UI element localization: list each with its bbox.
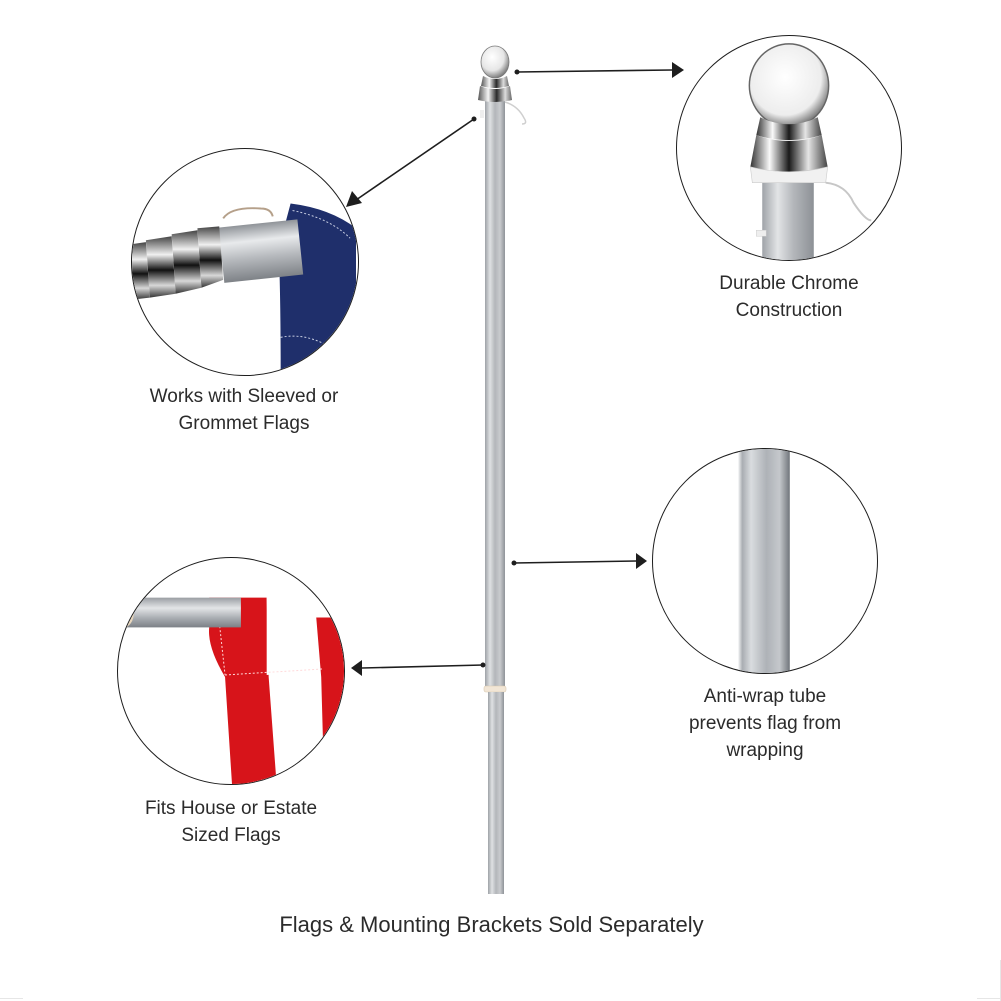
caption-line: Construction	[735, 300, 843, 321]
chrome-ball-finial-icon	[748, 43, 872, 260]
callout-anti-wrap	[652, 448, 878, 674]
footer-note: Flags & Mounting Brackets Sold Separatel…	[279, 912, 704, 937]
arrow-to-antiwrap-callout	[511, 553, 647, 569]
caption-house-estate: Fits House or Estate Sized Flags	[117, 795, 345, 849]
flagpole	[478, 45, 527, 894]
callout-chrome-finial	[676, 35, 902, 261]
caption-line: Fits House or Estate	[144, 798, 318, 819]
pole-with-red-white-flag-icon	[118, 597, 344, 784]
caption-line: Durable Chrome	[719, 273, 859, 294]
anti-wrap-tube-icon	[738, 449, 790, 673]
caption-line: Works with Sleeved or	[149, 386, 339, 407]
arrow-to-chrome-callout	[514, 62, 684, 78]
finial	[478, 45, 527, 125]
arrow-to-house-callout	[351, 660, 486, 676]
arrow-to-sleeved-callout	[346, 116, 477, 207]
caption-chrome-finial: Durable Chrome Construction	[700, 270, 878, 324]
callout-sleeved-grommet	[131, 148, 359, 376]
edge-rule-right	[977, 998, 1001, 999]
caption-line: wrapping	[726, 740, 804, 761]
caption-anti-wrap: Anti-wrap tube prevents flag from wrappi…	[652, 683, 878, 764]
pole-end-with-blue-flag-icon	[132, 203, 357, 375]
caption-sleeved-grommet: Works with Sleeved or Grommet Flags	[130, 383, 358, 437]
callout-house-estate	[117, 557, 345, 785]
caption-line: prevents flag from	[688, 713, 842, 734]
caption-line: Grommet Flags	[178, 413, 310, 434]
caption-line: Sized Flags	[181, 825, 281, 846]
caption-line: Anti-wrap tube	[703, 686, 827, 707]
edge-rule-left	[0, 998, 23, 999]
